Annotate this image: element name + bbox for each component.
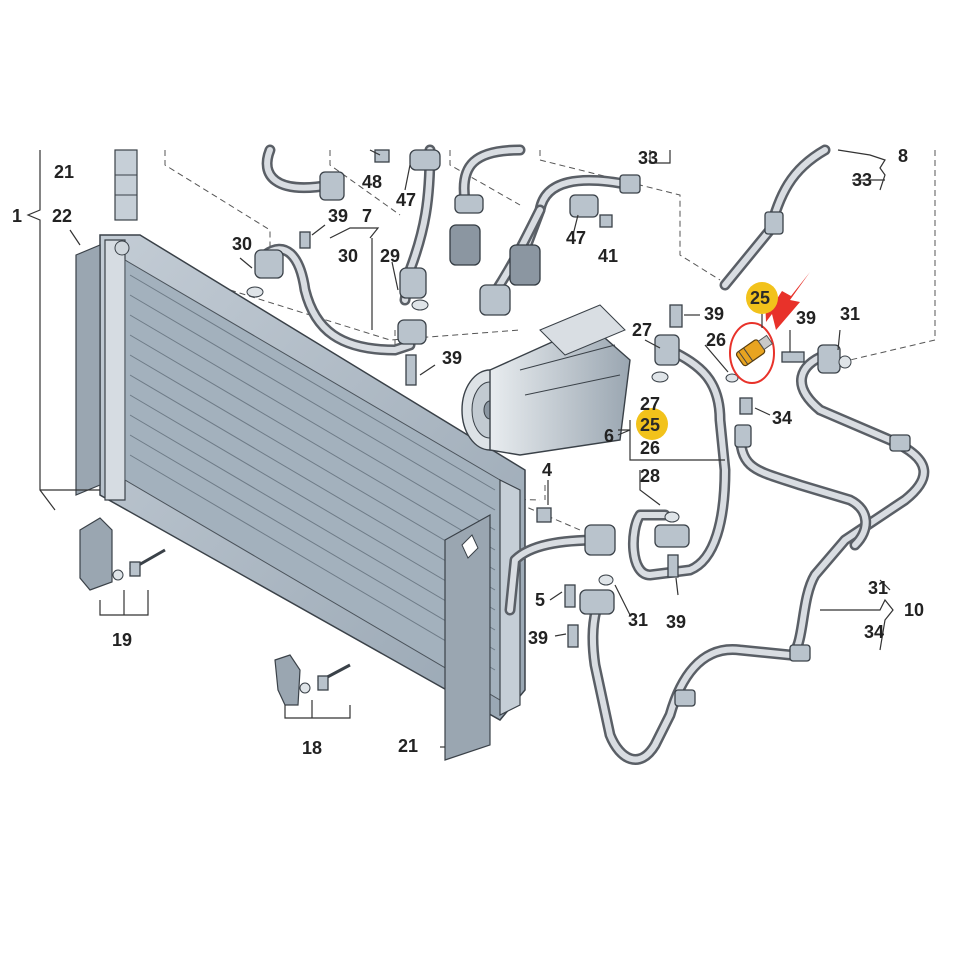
label-5: 5 <box>535 590 545 610</box>
condenser-inlet-pipe <box>114 149 138 221</box>
label-48: 48 <box>362 172 382 192</box>
label-22: 22 <box>52 206 72 226</box>
label-47-right: 47 <box>566 228 586 248</box>
label-28: 28 <box>640 466 660 486</box>
label-34-right: 34 <box>864 622 884 642</box>
label-18: 18 <box>302 738 322 758</box>
badge-25-top <box>746 282 778 314</box>
label-27-top: 27 <box>632 320 652 340</box>
label-30-mid: 30 <box>338 246 358 266</box>
label-39-right: 39 <box>796 308 816 328</box>
label-26-top: 26 <box>706 330 726 350</box>
label-8: 8 <box>898 146 908 166</box>
label-47-left: 47 <box>396 190 416 210</box>
label-34-top: 34 <box>772 408 792 428</box>
label-19: 19 <box>112 630 132 650</box>
label-41: 41 <box>598 246 618 266</box>
mounting-bracket-18 <box>274 654 351 719</box>
label-39-top-left: 39 <box>328 206 348 226</box>
callout-circle <box>729 322 775 384</box>
fittings <box>254 149 911 707</box>
label-29: 29 <box>380 246 400 266</box>
label-25-highlighted-middle: 25 <box>640 415 660 435</box>
label-6: 6 <box>604 426 614 446</box>
label-21-top: 21 <box>54 162 74 182</box>
label-39-bottom-left: 39 <box>528 628 548 648</box>
label-25-highlighted-top: 25 <box>750 288 770 308</box>
label-4: 4 <box>542 460 552 480</box>
side-seal-left <box>75 244 101 496</box>
condenser-fins <box>129 274 496 671</box>
part-labels: 21 1 22 30 39 7 30 29 48 47 47 41 33 8 3… <box>12 146 924 758</box>
label-39-bottom-right: 39 <box>666 612 686 632</box>
highlight-badges <box>636 282 778 440</box>
label-31-bottom: 31 <box>628 610 648 630</box>
hardware <box>246 149 852 648</box>
label-39-near-sensor: 39 <box>704 304 724 324</box>
label-33-top: 33 <box>638 148 658 168</box>
pointer-arrow <box>765 272 810 330</box>
label-31-right: 31 <box>868 578 888 598</box>
side-seal-right <box>444 513 491 761</box>
pressure-sensor <box>735 334 774 367</box>
label-7: 7 <box>362 206 372 226</box>
mounting-bracket-19 <box>79 517 166 616</box>
label-39-mid-left: 39 <box>442 348 462 368</box>
pressure-sensor-callout <box>729 272 810 384</box>
label-30-left: 30 <box>232 234 252 254</box>
label-27-middle: 27 <box>640 394 660 414</box>
label-31-top: 31 <box>840 304 860 324</box>
label-10: 10 <box>904 600 924 620</box>
label-1: 1 <box>12 206 22 226</box>
label-33-right: 33 <box>852 170 872 190</box>
label-26-middle: 26 <box>640 438 660 458</box>
leader-lines <box>26 149 894 748</box>
label-21-bottom: 21 <box>398 736 418 756</box>
condenser <box>99 234 526 721</box>
badge-25-middle <box>636 408 668 440</box>
ac-compressor <box>461 304 631 456</box>
